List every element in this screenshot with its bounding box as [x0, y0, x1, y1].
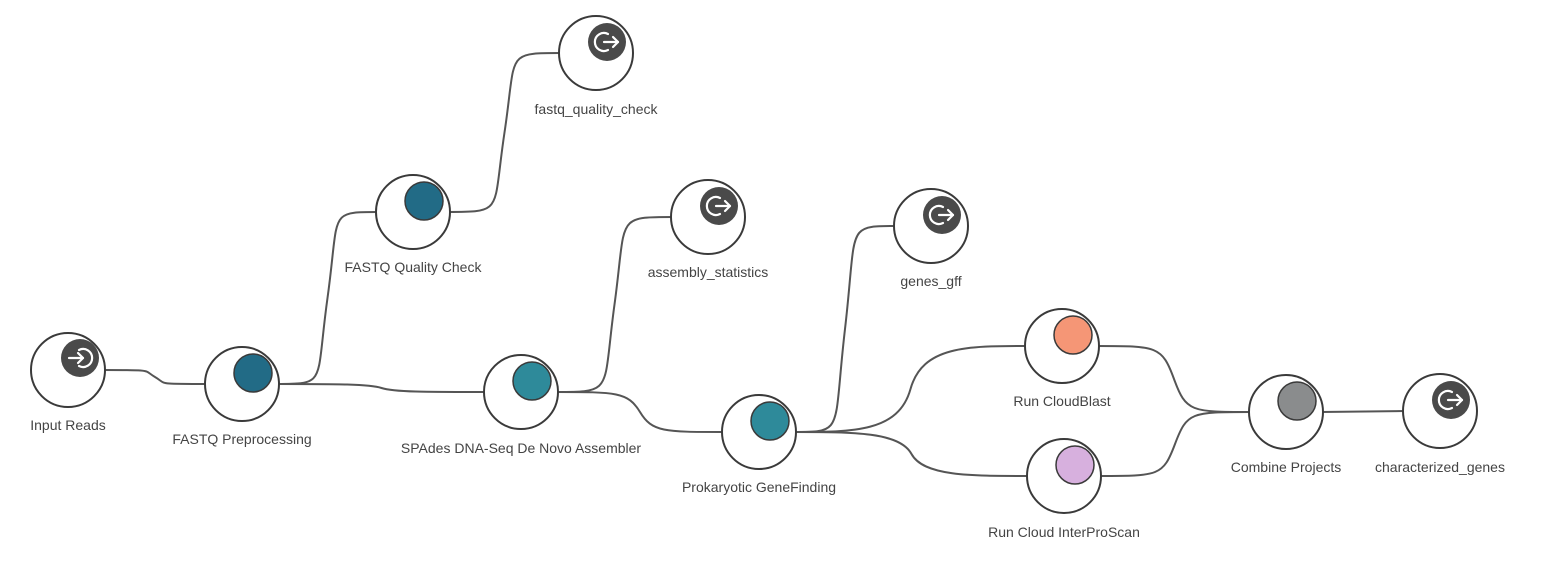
node-label: characterized_genes	[1375, 459, 1505, 475]
node-prokaryotic-genefinding[interactable]: Prokaryotic GeneFinding	[682, 394, 836, 495]
edge-run_cloud_interproscan-to-combine_projects	[1098, 411, 1252, 477]
node-label: SPAdes DNA-Seq De Novo Assembler	[401, 440, 642, 456]
edges-layer	[102, 52, 1406, 477]
node-label: FASTQ Preprocessing	[172, 431, 311, 447]
node-label: Input Reads	[30, 417, 106, 433]
node-characterized-genes[interactable]: characterized_genes	[1375, 373, 1505, 475]
node-input-reads[interactable]: Input Reads	[30, 332, 106, 433]
node-label: Run CloudBlast	[1013, 393, 1110, 409]
edge-prokaryotic_genefinding-to-run_cloud_interproscan	[793, 431, 1030, 477]
tool-status-dot	[404, 181, 444, 221]
node-label: fastq_quality_check	[535, 101, 659, 117]
tool-status-dot	[1277, 381, 1317, 421]
edge-prokaryotic_genefinding-to-genes_gff	[793, 225, 897, 433]
edge-spades-to-assembly_statistics	[555, 216, 674, 393]
sign-out-icon	[705, 195, 732, 217]
node-label: Run Cloud InterProScan	[988, 524, 1140, 540]
node-assembly-statistics[interactable]: assembly_statistics	[648, 179, 769, 280]
tool-status-dot	[1053, 315, 1093, 355]
tool-status-dot	[233, 353, 273, 393]
node-genes-gff[interactable]: genes_gff	[893, 188, 969, 289]
sign-out-icon	[1437, 389, 1464, 411]
sign-out-icon	[593, 31, 620, 53]
node-combine-projects[interactable]: Combine Projects	[1231, 374, 1342, 475]
tool-status-dot	[1055, 445, 1095, 485]
tool-status-dot	[750, 401, 790, 441]
node-fastq-preprocessing[interactable]: FASTQ Preprocessing	[172, 346, 312, 447]
edge-prokaryotic_genefinding-to-run_cloudblast	[793, 345, 1028, 433]
edge-input_reads-to-fastq_preprocessing	[102, 369, 208, 385]
sign-out-icon	[928, 204, 955, 226]
node-label: FASTQ Quality Check	[345, 259, 483, 275]
node-fastq-quality-check-out[interactable]: fastq_quality_check	[535, 15, 659, 117]
node-label: assembly_statistics	[648, 264, 769, 280]
sign-in-icon	[67, 347, 94, 369]
edge-fastq_preprocessing-to-fastq_quality_check_tool	[276, 211, 379, 385]
edge-combine_projects-to-characterized_genes	[1320, 410, 1406, 413]
edge-spades-to-prokaryotic_genefinding	[555, 391, 725, 433]
node-spades[interactable]: SPAdes DNA-Seq De Novo Assembler	[401, 354, 642, 456]
node-fastq-quality-check-tool[interactable]: FASTQ Quality Check	[345, 174, 483, 275]
node-label: Combine Projects	[1231, 459, 1342, 475]
node-run-cloudblast[interactable]: Run CloudBlast	[1013, 308, 1111, 409]
node-run-cloud-interproscan[interactable]: Run Cloud InterProScan	[988, 438, 1140, 540]
edge-run_cloudblast-to-combine_projects	[1096, 345, 1252, 413]
node-label: Prokaryotic GeneFinding	[682, 479, 836, 495]
node-label: genes_gff	[900, 273, 961, 289]
tool-status-dot	[512, 361, 552, 401]
edge-fastq_preprocessing-to-spades	[276, 383, 487, 393]
edge-fastq_quality_check_tool-to-fastq_quality_check_out	[447, 52, 562, 213]
